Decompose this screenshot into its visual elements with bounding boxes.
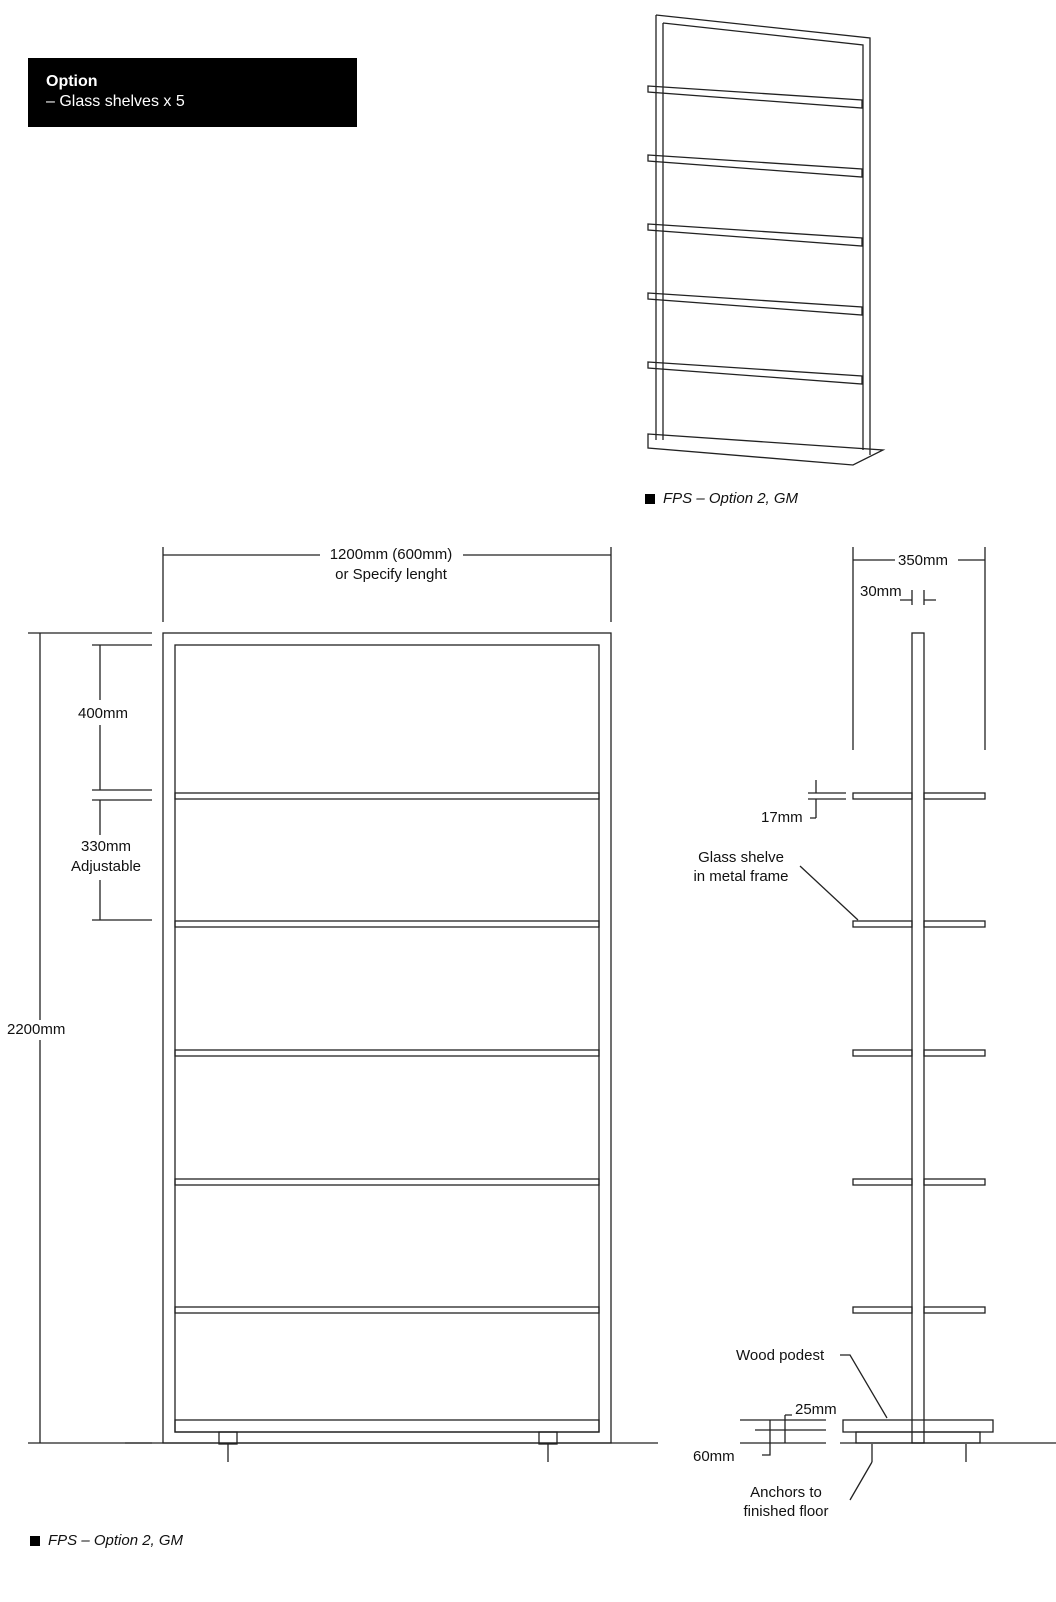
side-view [740,547,1056,1501]
width-label: 1200mm (600mm) [329,546,453,563]
option-subtitle: – Glass shelves x 5 [46,93,185,110]
isometric-view [647,14,886,466]
anchor-label-1: Anchors to [750,1484,822,1501]
base-height-label: 60mm [693,1448,735,1465]
width-note: or Specify lenght [335,566,447,583]
podest-label: Wood podest [736,1347,825,1364]
caption-top: FPS – Option 2, GM [645,490,798,507]
option-title: Option [46,73,98,90]
option-box: Option – Glass shelves x 5 [28,58,357,127]
shelf-label-1: Glass shelve [698,849,784,866]
post-label: 30mm [860,583,902,600]
shelf-label-2: in metal frame [693,868,789,885]
spacing-note: Adjustable [70,858,142,875]
top-gap-label: 400mm [77,705,129,722]
caption-bottom: FPS – Option 2, GM [30,1532,183,1549]
spacing-label: 330mm [80,838,132,855]
depth-label: 350mm [898,552,949,569]
anchor-label-2: finished floor [743,1503,829,1520]
front-view [28,547,658,1462]
shelf-thickness-label: 17mm [761,809,803,826]
podest-thickness-label: 25mm [795,1401,837,1418]
height-label: 2200mm [7,1021,66,1038]
